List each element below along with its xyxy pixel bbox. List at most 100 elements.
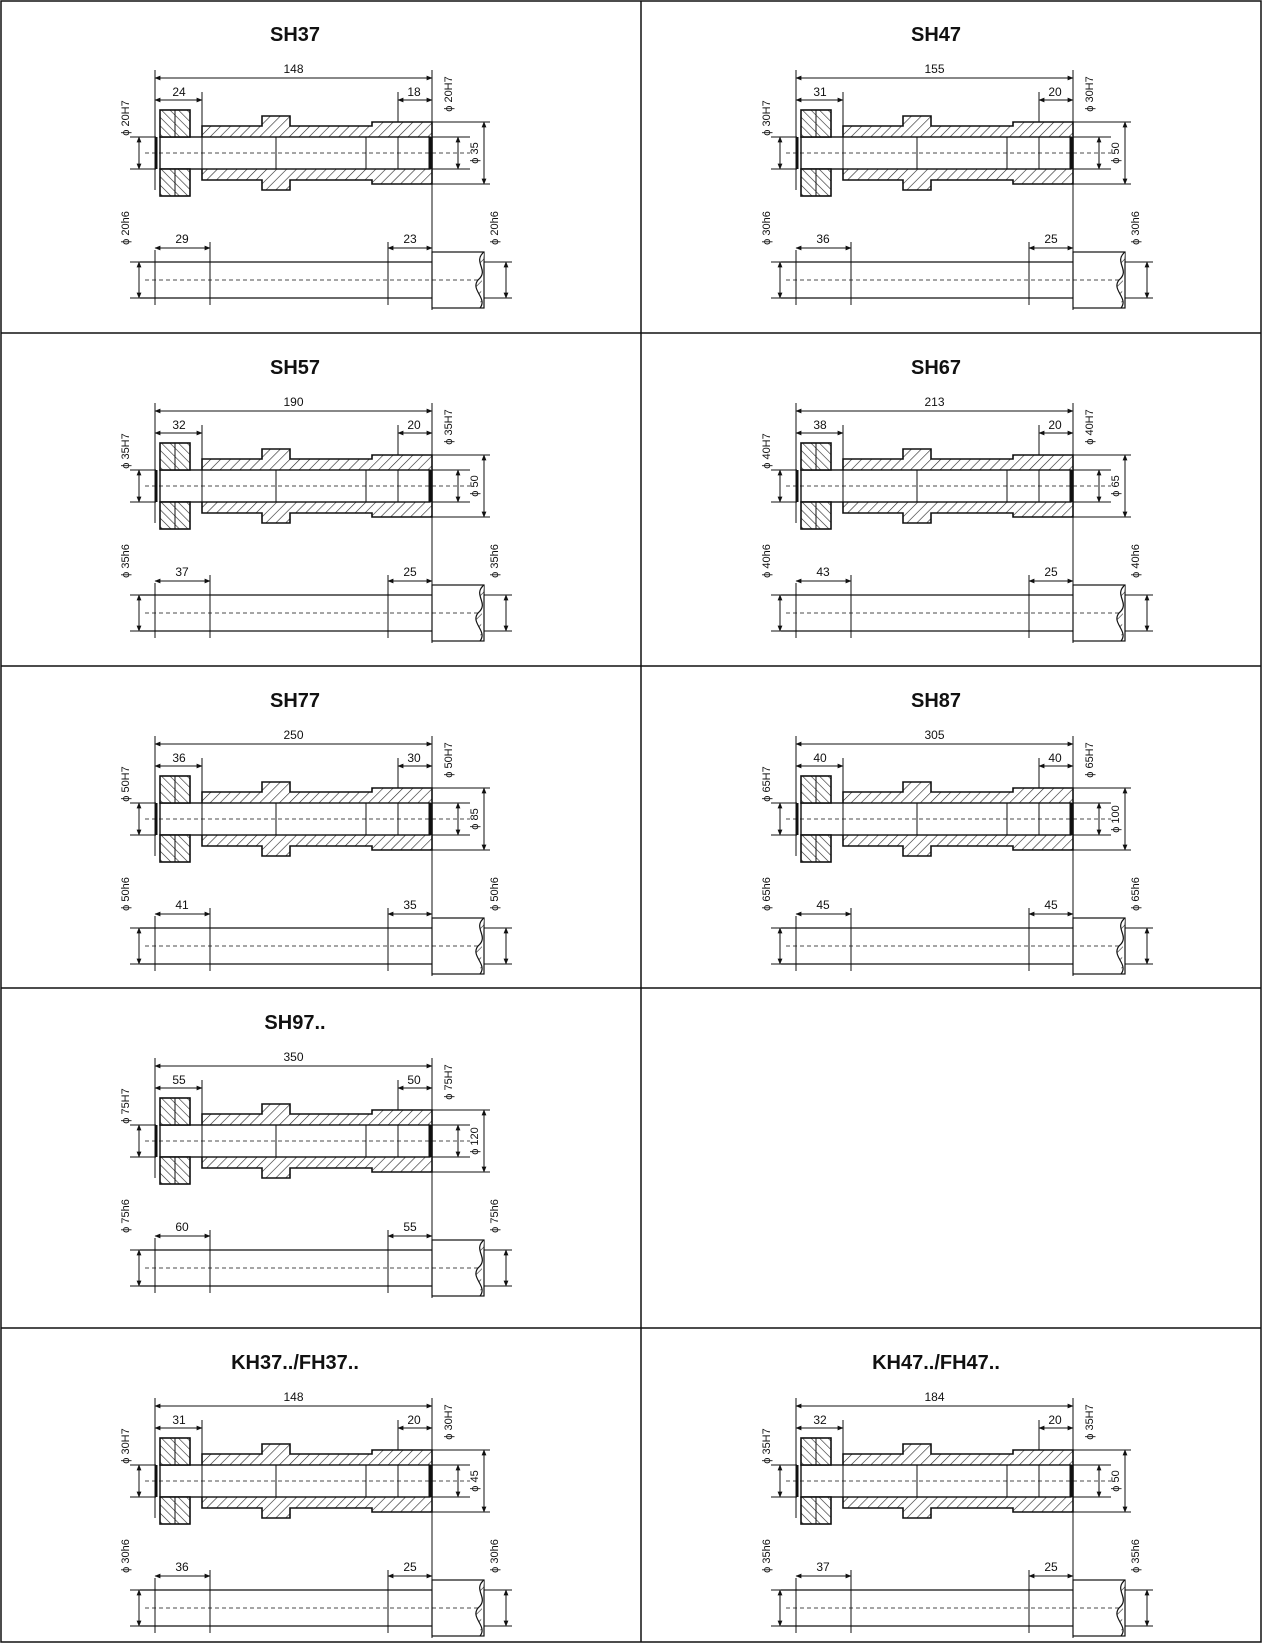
shaft-dia-left-label: ϕ 40h6 xyxy=(761,544,773,578)
bore-dia-left-label: ϕ 30H7 xyxy=(120,1428,132,1464)
bore-dia-left-label: ϕ 75H7 xyxy=(120,1088,132,1124)
bore-left-label: 32 xyxy=(813,1413,827,1427)
shaft-dia-right-label: ϕ 35h6 xyxy=(489,544,501,578)
bore-dia-right-label: ϕ 30H7 xyxy=(1084,76,1096,112)
shaft-dia-left-label: ϕ 30h6 xyxy=(761,211,773,245)
cell-title: KH37../FH37.. xyxy=(231,1352,359,1374)
outer-dia-label: ϕ 100 xyxy=(1110,805,1122,833)
bore-right-label: 40 xyxy=(1048,751,1062,765)
shaft-dia-right-label: ϕ 75h6 xyxy=(489,1199,501,1233)
shaft-dia-left-label: ϕ 65h6 xyxy=(761,877,773,911)
bore-left-label: 31 xyxy=(813,85,827,99)
bore-dia-left-label: ϕ 40H7 xyxy=(761,433,773,469)
bore-left-label: 32 xyxy=(172,418,186,432)
shaft-right-label: 55 xyxy=(403,1220,417,1234)
bore-dia-right-label: ϕ 35H7 xyxy=(443,409,455,445)
outer-dia-label: ϕ 85 xyxy=(469,808,481,829)
cell-title: KH47../FH47.. xyxy=(872,1352,1000,1374)
shaft-left-label: 29 xyxy=(175,232,189,246)
bore-right-label: 18 xyxy=(407,85,421,99)
total-length-label: 305 xyxy=(924,728,944,742)
bore-dia-right-label: ϕ 65H7 xyxy=(1084,742,1096,778)
bore-dia-right-label: ϕ 20H7 xyxy=(443,76,455,112)
total-length-label: 184 xyxy=(924,1390,944,1404)
outer-dia-label: ϕ 45 xyxy=(469,1470,481,1491)
cell-title: SH97.. xyxy=(264,1012,325,1034)
outer-dia-label: ϕ 65 xyxy=(1110,475,1122,496)
outer-dia-label: ϕ 120 xyxy=(469,1127,481,1155)
shaft-right-label: 25 xyxy=(1044,1560,1058,1574)
shaft-dia-right-label: ϕ 20h6 xyxy=(489,211,501,245)
bore-right-label: 20 xyxy=(1048,1413,1062,1427)
cell-title: SH47 xyxy=(911,24,961,46)
bore-right-label: 30 xyxy=(407,751,421,765)
shaft-right-label: 25 xyxy=(403,565,417,579)
shaft-left-label: 43 xyxy=(816,565,830,579)
bore-dia-left-label: ϕ 65H7 xyxy=(761,766,773,802)
bore-right-label: 20 xyxy=(1048,418,1062,432)
bore-dia-right-label: ϕ 40H7 xyxy=(1084,409,1096,445)
total-length-label: 148 xyxy=(283,1390,303,1404)
bore-left-label: 36 xyxy=(172,751,186,765)
bore-right-label: 50 xyxy=(407,1073,421,1087)
total-length-label: 155 xyxy=(924,62,944,76)
shaft-dia-left-label: ϕ 30h6 xyxy=(120,1539,132,1573)
bore-dia-right-label: ϕ 50H7 xyxy=(443,742,455,778)
total-length-label: 190 xyxy=(283,395,303,409)
shaft-dia-right-label: ϕ 40h6 xyxy=(1130,544,1142,578)
bore-dia-left-label: ϕ 35H7 xyxy=(761,1428,773,1464)
shaft-dia-left-label: ϕ 35h6 xyxy=(761,1539,773,1573)
shaft-dia-right-label: ϕ 50h6 xyxy=(489,877,501,911)
cell-title: SH77 xyxy=(270,690,320,712)
bore-right-label: 20 xyxy=(407,418,421,432)
bore-right-label: 20 xyxy=(407,1413,421,1427)
shaft-dia-left-label: ϕ 20h6 xyxy=(120,211,132,245)
shaft-left-label: 60 xyxy=(175,1220,189,1234)
bore-dia-left-label: ϕ 35H7 xyxy=(120,433,132,469)
bore-dia-left-label: ϕ 50H7 xyxy=(120,766,132,802)
bore-left-label: 38 xyxy=(813,418,827,432)
outer-dia-label: ϕ 50 xyxy=(1110,1470,1122,1491)
total-length-label: 250 xyxy=(283,728,303,742)
total-length-label: 350 xyxy=(283,1050,303,1064)
outer-dia-label: ϕ 35 xyxy=(469,142,481,163)
shaft-dia-left-label: ϕ 50h6 xyxy=(120,877,132,911)
shaft-left-label: 41 xyxy=(175,898,189,912)
shaft-left-label: 36 xyxy=(175,1560,189,1574)
bore-left-label: 40 xyxy=(813,751,827,765)
shaft-right-label: 35 xyxy=(403,898,417,912)
total-length-label: 213 xyxy=(924,395,944,409)
bore-dia-left-label: ϕ 20H7 xyxy=(120,100,132,136)
total-length-label: 148 xyxy=(283,62,303,76)
cell-title: SH67 xyxy=(911,357,961,379)
shaft-right-label: 25 xyxy=(1044,232,1058,246)
bore-left-label: 55 xyxy=(172,1073,186,1087)
shaft-left-label: 36 xyxy=(816,232,830,246)
cell-title: SH57 xyxy=(270,357,320,379)
shaft-left-label: 37 xyxy=(816,1560,830,1574)
bore-dia-right-label: ϕ 35H7 xyxy=(1084,1404,1096,1440)
shaft-dia-left-label: ϕ 75h6 xyxy=(120,1199,132,1233)
bore-dia-right-label: ϕ 75H7 xyxy=(443,1064,455,1100)
shaft-right-label: 23 xyxy=(403,232,417,246)
bore-dia-left-label: ϕ 30H7 xyxy=(761,100,773,136)
shaft-right-label: 45 xyxy=(1044,898,1058,912)
shaft-cell: KH47../FH47.. 184 32 20 ϕ 35H7 ϕ 35H7 ϕ 50 37 25… xyxy=(761,1352,1153,1638)
shaft-left-label: 37 xyxy=(175,565,189,579)
shaft-cell: SH77 250 36 30 ϕ 50H7 ϕ 50H7 ϕ 85 41 35 ϕ 50h6 ϕ 5… xyxy=(120,690,512,976)
cell-title: SH37 xyxy=(270,24,320,46)
bore-dia-right-label: ϕ 30H7 xyxy=(443,1404,455,1440)
shaft-dia-right-label: ϕ 35h6 xyxy=(1130,1539,1142,1573)
shaft-right-label: 25 xyxy=(403,1560,417,1574)
bore-right-label: 20 xyxy=(1048,85,1062,99)
shaft-dia-left-label: ϕ 35h6 xyxy=(120,544,132,578)
outer-dia-label: ϕ 50 xyxy=(1110,142,1122,163)
shaft-cell: SH97.. 350 55 50 ϕ 75H7 ϕ 75H7 ϕ 120 60 55 ϕ 75h6… xyxy=(120,1012,512,1298)
shaft-dia-right-label: ϕ 65h6 xyxy=(1130,877,1142,911)
